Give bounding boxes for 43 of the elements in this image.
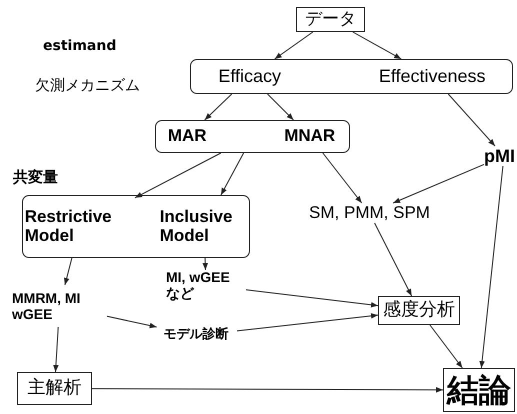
arrow <box>429 324 463 368</box>
annotation-label: 共変量 <box>13 168 58 187</box>
arrow <box>274 32 314 60</box>
arrow <box>246 289 378 308</box>
annotation-label: estimand <box>43 38 116 54</box>
process-box <box>17 372 92 405</box>
arrow <box>204 94 232 120</box>
arrow <box>92 387 444 393</box>
group-box <box>22 195 250 258</box>
arrow <box>479 166 504 368</box>
arrow <box>448 94 496 146</box>
node-label: Inclusive Model <box>160 194 248 258</box>
group-box <box>155 120 350 153</box>
process-box <box>296 7 365 32</box>
arrow <box>134 152 222 198</box>
node-label: pMI <box>484 146 517 166</box>
group-box <box>190 59 513 94</box>
arrow <box>106 316 158 328</box>
arrow <box>236 313 378 332</box>
arrow <box>352 32 402 60</box>
node-label: SM, PMM, SPM <box>292 203 447 223</box>
arrow <box>202 258 208 270</box>
process-box <box>378 296 460 325</box>
arrow <box>64 258 72 286</box>
arrow <box>220 152 244 196</box>
node-label: MMRM, MI wGEE <box>12 285 107 327</box>
arrow <box>53 326 59 372</box>
node-label: MAR <box>160 120 215 153</box>
node-label: Restrictive Model <box>24 194 135 258</box>
box-label: 感度分析 <box>383 300 455 321</box>
annotation-label: 欠測メカニズム <box>35 76 140 95</box>
box-label: 主解析 <box>28 378 82 399</box>
node-label: Efficacy <box>200 58 300 94</box>
node-label: Effectiveness <box>354 58 510 94</box>
box-label: 結論 <box>447 372 511 408</box>
arrow <box>267 94 294 120</box>
arrow <box>374 222 412 296</box>
arrow <box>322 152 362 204</box>
node-label: MI, wGEE など <box>166 270 246 300</box>
node-label: モデル診断 <box>155 327 237 344</box>
arrow <box>392 164 484 204</box>
box-label: データ <box>305 10 356 30</box>
node-label: MNAR <box>274 120 345 153</box>
